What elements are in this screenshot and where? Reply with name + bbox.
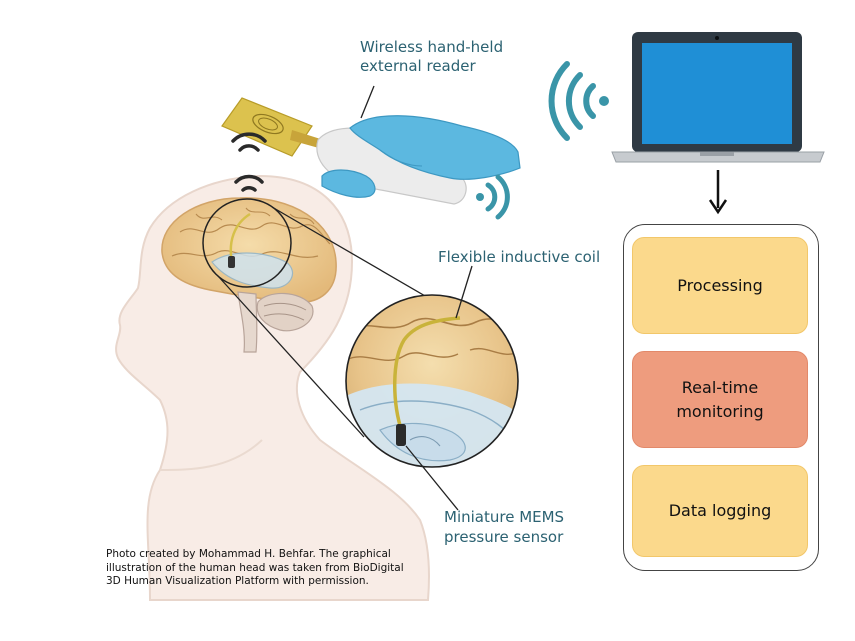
processing-box: Processing xyxy=(632,237,808,334)
processing-label: Processing xyxy=(677,275,763,295)
wireless-signal-icon xyxy=(476,174,510,220)
arrow-down-icon xyxy=(708,170,728,215)
hand-held-reader-illustration xyxy=(221,97,521,205)
implant-sensor xyxy=(228,256,235,268)
sensor-label-line2: pressure sensor xyxy=(444,528,564,546)
sensor-label-line1: Miniature MEMS xyxy=(444,508,565,526)
coil-wire xyxy=(393,316,461,433)
coil-label: Flexible inductive coil xyxy=(438,248,601,266)
laptop-icon xyxy=(611,32,825,163)
sensor-leader-line xyxy=(405,445,459,511)
coil-leader-line xyxy=(455,265,473,319)
reader-label-line1: Wireless hand-held xyxy=(360,38,504,56)
monitoring-label-line2: monitoring xyxy=(676,401,764,421)
logging-label: Data logging xyxy=(668,501,772,520)
wireless-signal-icon xyxy=(548,61,609,141)
zoom-line-bottom xyxy=(217,275,365,438)
photo-credit: Photo created by Mohammad H. Behfar. The… xyxy=(106,548,406,589)
brain-illustration xyxy=(161,197,337,353)
monitoring-label-line1: Real-time xyxy=(681,377,759,397)
reader-antenna-card xyxy=(221,97,313,157)
mems-sensor xyxy=(396,424,406,446)
reader-leader-line xyxy=(360,85,375,119)
credit-line3: 3D Human Visualization Platform with per… xyxy=(106,575,369,587)
implant-callout-circle xyxy=(202,198,292,288)
wireless-signal-icon xyxy=(231,132,267,192)
credit-line2: illustration of the human head was taken… xyxy=(106,561,404,574)
glove xyxy=(349,115,521,180)
credit-line1: Photo created by Mohammad H. Behfar. The… xyxy=(106,548,391,560)
reader-body xyxy=(316,127,467,205)
reader-label-line2: external reader xyxy=(360,57,476,75)
magnifier-circle xyxy=(345,294,519,468)
monitoring-box: Real-time monitoring xyxy=(632,351,808,448)
logging-box: Data logging xyxy=(632,465,808,557)
